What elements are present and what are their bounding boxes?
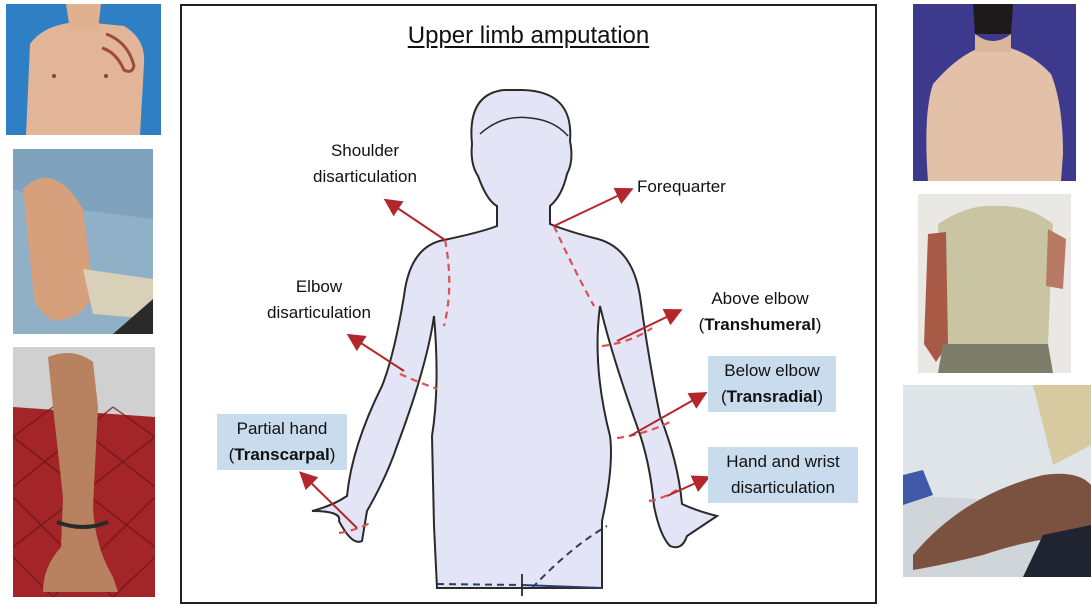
arrow-forequarter	[554, 190, 630, 226]
photo-leg-stump	[903, 385, 1091, 577]
arrow-shoulder	[387, 201, 445, 240]
label-below-elbow: Below elbow (Transradial)	[708, 356, 836, 412]
label-hand-wrist-disarticulation: Hand and wrist disarticulation	[708, 447, 858, 503]
photo-soldier-arm-amputation	[918, 194, 1071, 373]
label-elbow-disarticulation: Elbow disarticulation	[244, 274, 394, 326]
photo-arm-stump	[13, 149, 153, 334]
label-forequarter: Forequarter	[637, 174, 757, 200]
photo-leg-amputation	[13, 347, 155, 597]
label-partial-hand: Partial hand (Transcarpal)	[217, 414, 347, 470]
label-above-elbow: Above elbow (Transhumeral)	[685, 286, 835, 338]
diagram-frame: Upper limb amputation	[180, 4, 877, 604]
photo-forequarter-back	[913, 4, 1076, 181]
label-shoulder-disarticulation: Shoulder disarticulation	[290, 138, 440, 190]
cut-hip	[437, 584, 522, 585]
photo-forequarter-front	[6, 4, 161, 135]
